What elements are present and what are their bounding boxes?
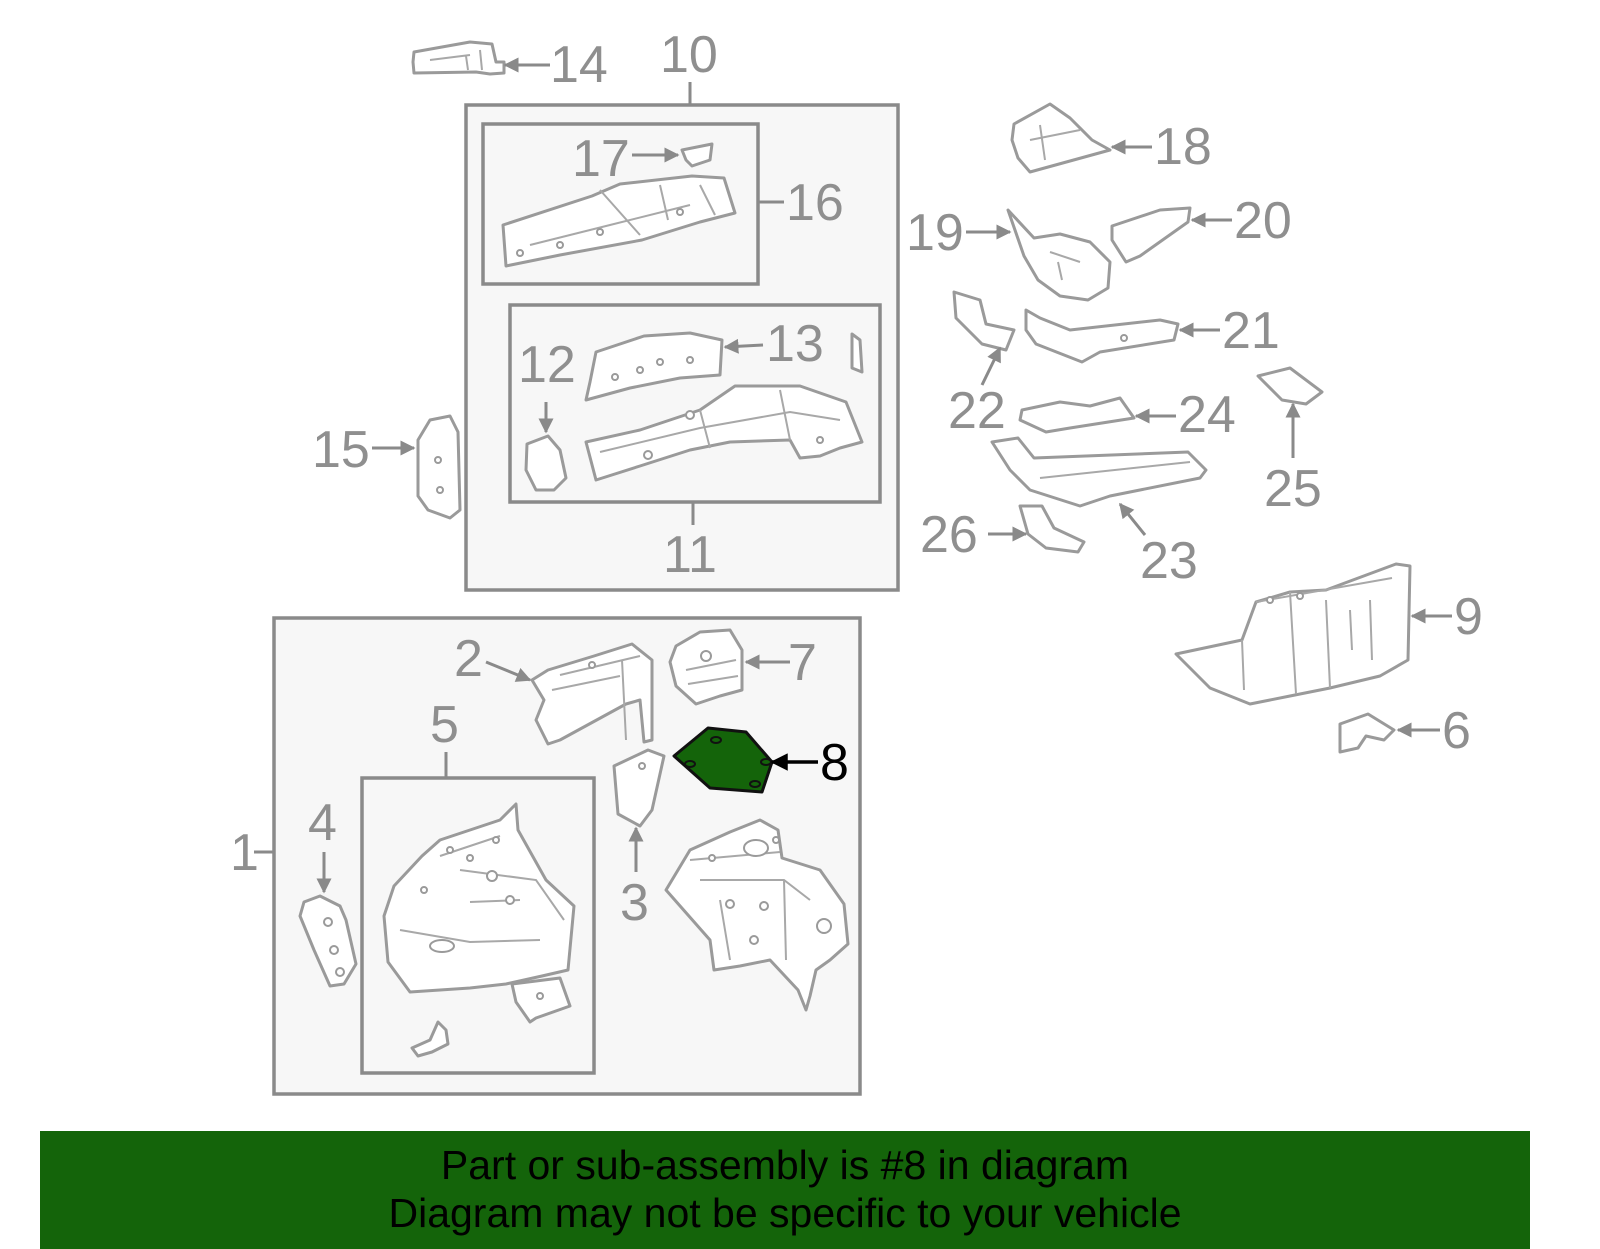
callout-17: 17 <box>572 130 630 188</box>
callout-18: 18 <box>1154 118 1212 176</box>
part-26-bracket[interactable] <box>1018 504 1086 554</box>
callout-16: 16 <box>786 174 844 232</box>
part-5-clip[interactable] <box>410 1020 450 1058</box>
part-1-strut-tower[interactable] <box>664 818 850 1012</box>
callout-8-selected: 8 <box>820 734 849 792</box>
part-19-wheelhouse[interactable] <box>1006 208 1112 302</box>
callout-14: 14 <box>550 36 608 94</box>
part-9-apron-assembly[interactable] <box>1174 562 1412 706</box>
callout-2: 2 <box>454 630 483 688</box>
part-5-bracket-small[interactable] <box>510 976 572 1024</box>
part-11-front-side-rail[interactable] <box>584 384 864 482</box>
part-7-bracket[interactable] <box>668 628 744 706</box>
part-22-bracket[interactable] <box>952 290 1016 352</box>
callout-26: 26 <box>920 506 978 564</box>
callout-24: 24 <box>1178 386 1236 444</box>
callout-3: 3 <box>620 874 649 932</box>
info-banner: Part or sub-assembly is #8 in diagram Di… <box>40 1131 1530 1249</box>
callout-5: 5 <box>430 696 459 754</box>
callout-6: 6 <box>1442 702 1471 760</box>
part-20-bracket[interactable] <box>1110 206 1192 264</box>
callout-7: 7 <box>788 634 817 692</box>
callout-15: 15 <box>312 421 370 479</box>
part-2-apron-upper[interactable] <box>530 642 654 746</box>
parts-diagram: 14 10 17 16 13 12 15 11 18 19 20 21 22 2… <box>230 26 1483 1096</box>
callout-10: 10 <box>660 26 718 84</box>
part-4-gusset[interactable] <box>298 894 358 988</box>
callout-11: 11 <box>663 526 717 584</box>
callout-9: 9 <box>1454 588 1483 646</box>
callout-23: 23 <box>1140 532 1198 590</box>
part-3-bracket[interactable] <box>612 748 666 828</box>
part-6-bracket[interactable] <box>1338 712 1396 754</box>
part-23-sill[interactable] <box>990 436 1208 508</box>
part-small-clip[interactable] <box>850 332 864 374</box>
callout-1: 1 <box>230 824 259 882</box>
part-14-bracket[interactable] <box>411 40 506 76</box>
part-5-apron[interactable] <box>382 802 576 994</box>
callout-20: 20 <box>1234 192 1292 250</box>
part-16-side-member[interactable] <box>501 174 737 268</box>
callout-12: 12 <box>518 336 576 394</box>
part-24-reinforcement[interactable] <box>1018 396 1136 434</box>
part-12-bracket[interactable] <box>524 434 568 492</box>
callout-4: 4 <box>308 794 337 852</box>
part-21-rail[interactable] <box>1024 308 1180 364</box>
banner-line-1: Part or sub-assembly is #8 in diagram <box>440 1142 1130 1188</box>
part-13-reinforcement[interactable] <box>584 331 724 402</box>
callout-25: 25 <box>1264 460 1322 518</box>
part-18-panel[interactable] <box>1010 102 1112 174</box>
part-17-plate[interactable] <box>680 142 714 168</box>
part-15-gusset[interactable] <box>416 414 462 520</box>
callout-22: 22 <box>948 382 1006 440</box>
callout-13: 13 <box>766 315 824 373</box>
callout-21: 21 <box>1222 302 1280 360</box>
callout-19: 19 <box>906 204 964 262</box>
banner-line-2: Diagram may not be specific to your vehi… <box>388 1190 1182 1236</box>
part-25-bracket[interactable] <box>1256 366 1324 406</box>
